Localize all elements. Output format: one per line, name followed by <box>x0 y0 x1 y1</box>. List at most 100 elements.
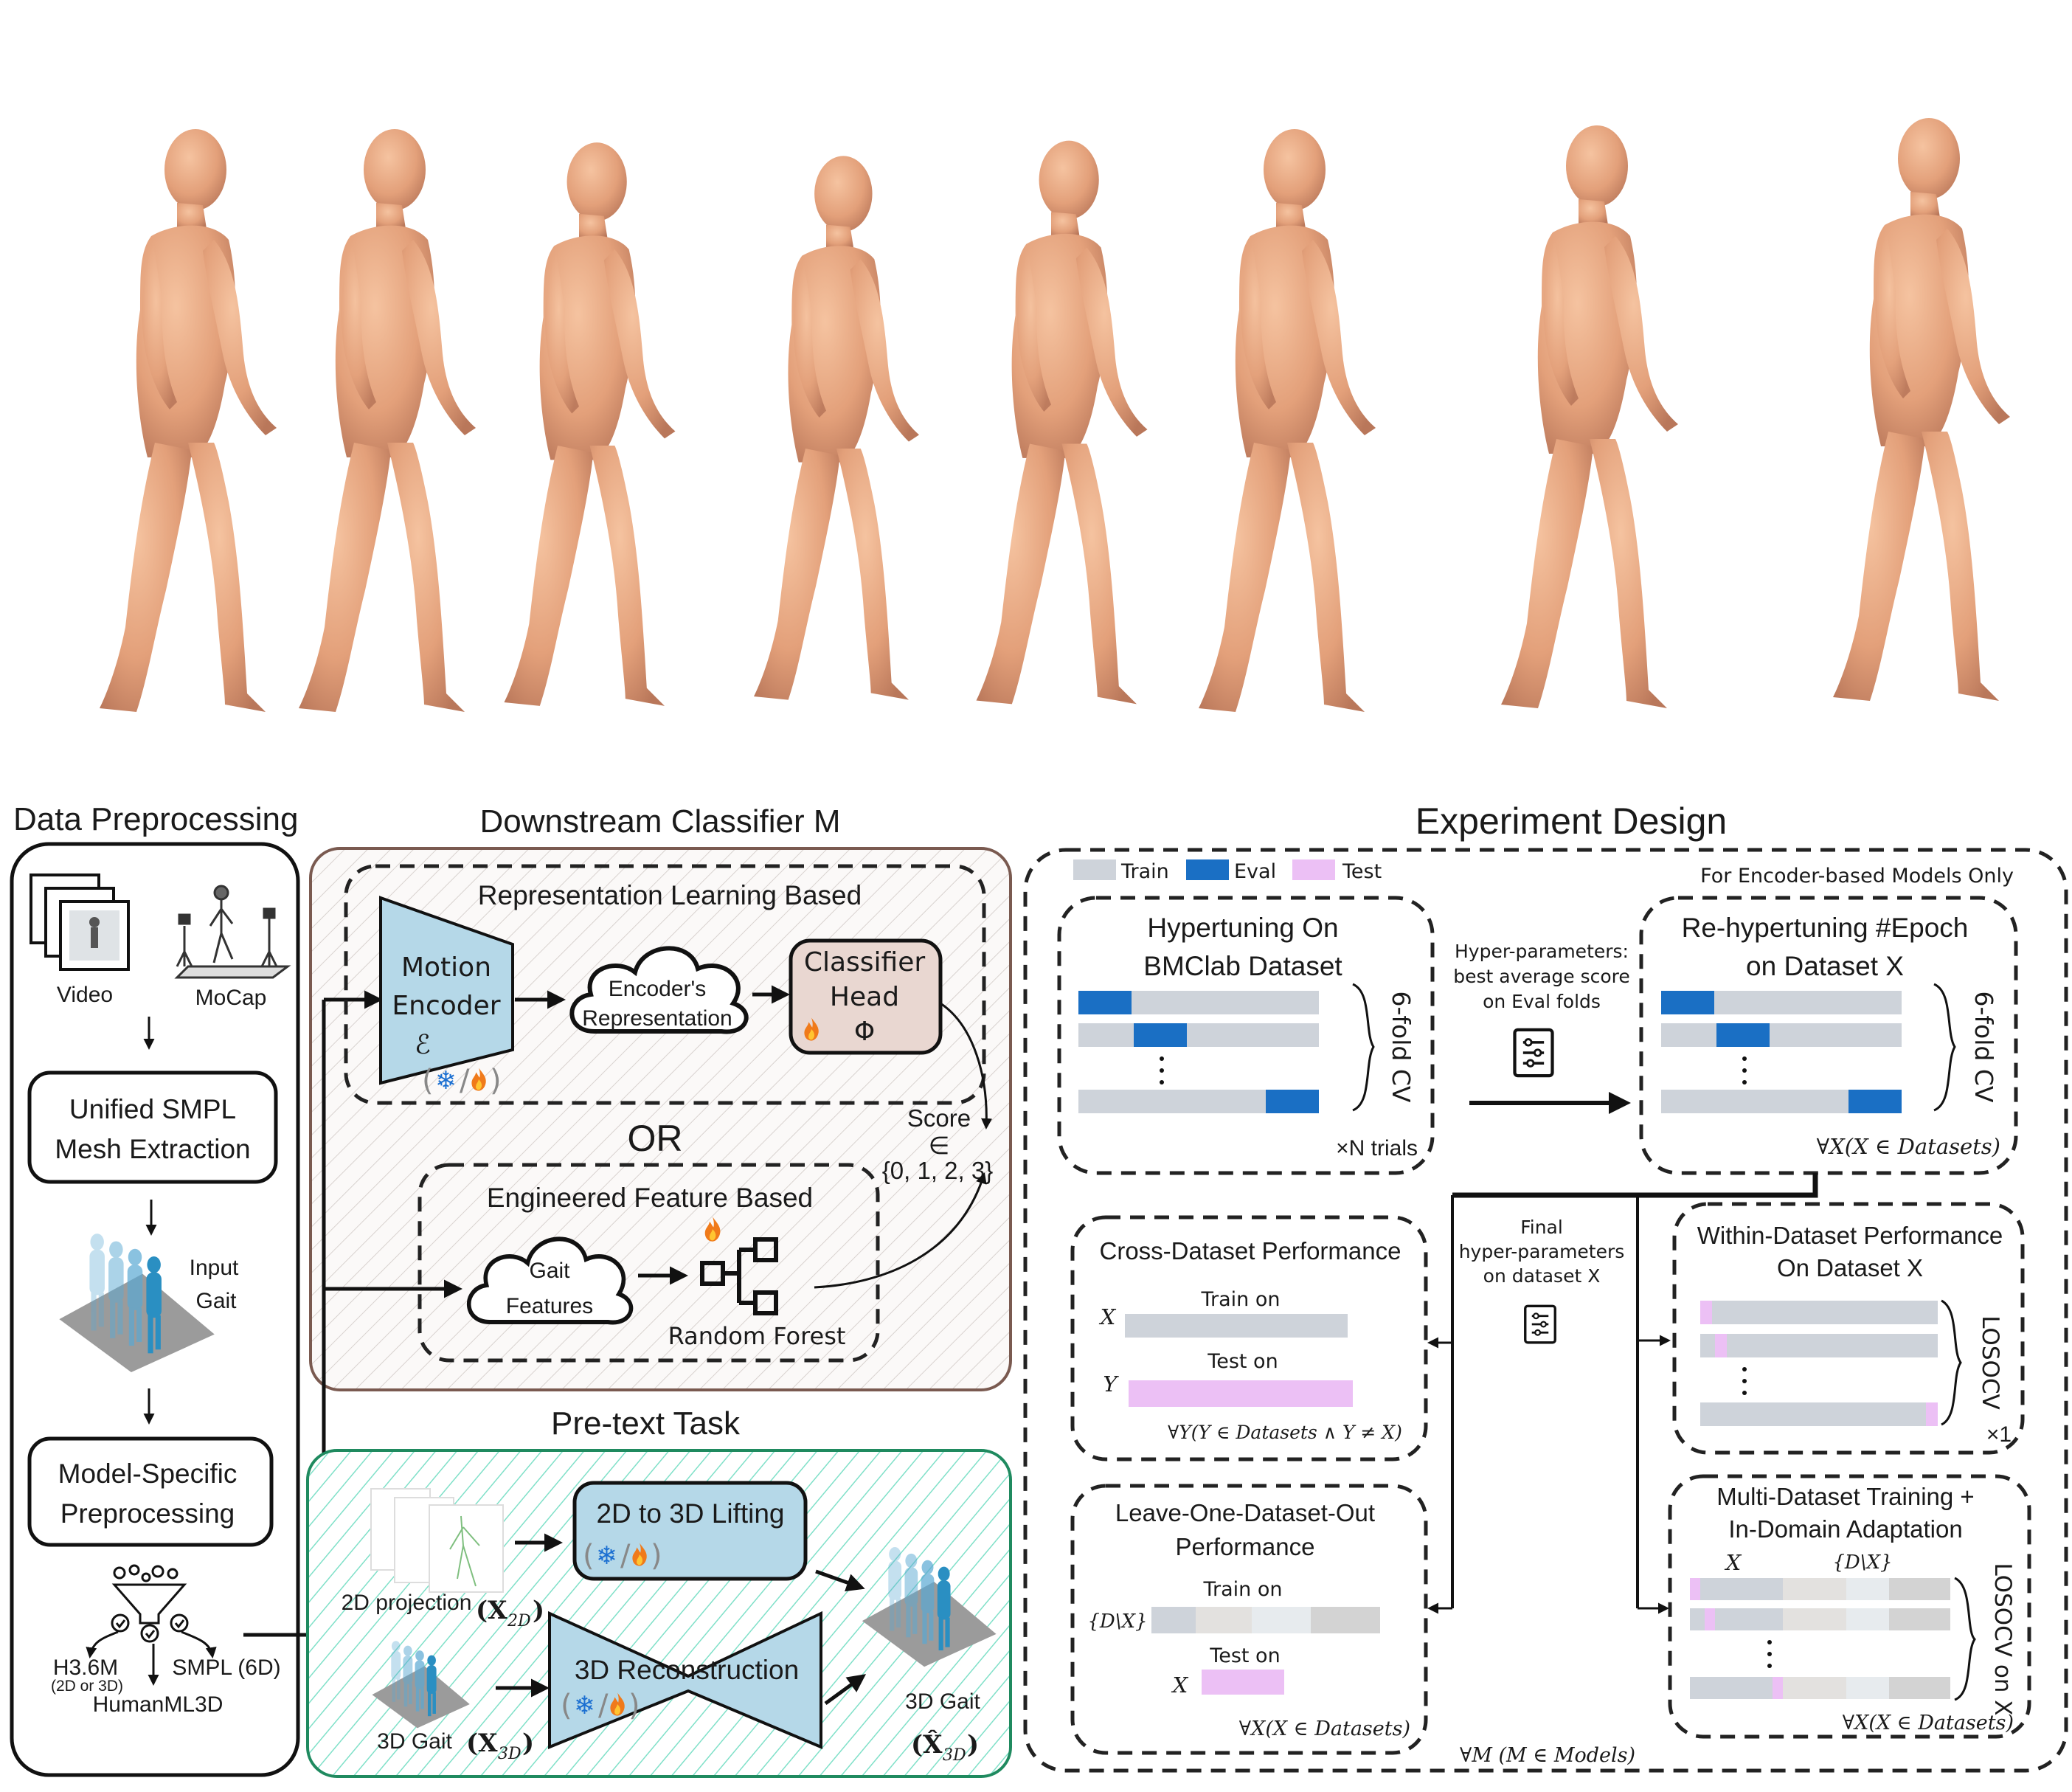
lodo-box <box>1070 1484 1428 1755</box>
pretext-title: Pre-text Task <box>551 1405 741 1442</box>
freeze-or-finetune-indicator: ( ❄ / ) <box>422 1064 502 1098</box>
test-segment <box>1700 1301 1712 1324</box>
slash: / <box>620 1539 631 1573</box>
brace <box>1352 983 1375 1112</box>
within-title-1: Within-Dataset Performance <box>1697 1222 2003 1249</box>
human-mesh-figure <box>976 140 1148 705</box>
hypertuning-cv-label: 6-fold CV <box>1387 992 1416 1103</box>
x3d-hat-close: ) <box>967 1730 979 1760</box>
freeze-or-finetune-indicator: ( ❄ / ) <box>583 1539 662 1573</box>
output-3d-gait-label: 3D Gait <box>905 1689 980 1714</box>
train-segment-x <box>1690 1608 1783 1630</box>
eval-segment <box>1848 1090 1902 1113</box>
or-label: OR <box>628 1118 683 1159</box>
train-segment-dataset <box>1783 1608 1846 1630</box>
classifier-head-line2: Head <box>830 982 899 1012</box>
reconstruction-to-output-arrow <box>824 1674 867 1706</box>
x2d-close: ) <box>533 1596 544 1625</box>
test-segment <box>1705 1608 1715 1630</box>
train-bar <box>1125 1314 1348 1338</box>
train-segment-dataset <box>1151 1607 1196 1633</box>
preprocessing-title: Data Preprocessing <box>13 801 298 837</box>
eval-segment <box>1716 1023 1770 1047</box>
test-segment <box>1690 1578 1700 1600</box>
encoder-only-note: For Encoder-based Models Only <box>1700 865 2014 888</box>
human-mesh-figure <box>504 142 676 706</box>
snowflake-icon: ❄ <box>574 1691 595 1720</box>
human-mesh-figure <box>100 129 277 712</box>
input-3d-gait-label: 3D Gait <box>377 1729 452 1754</box>
eval-segment <box>1266 1090 1319 1113</box>
model-specific-line1: Model-Specific <box>58 1459 238 1489</box>
score-in-symbol: ∈ <box>929 1132 950 1159</box>
gait-features-line2: Features <box>506 1294 593 1318</box>
motion-encoder-line1: Motion <box>401 952 491 983</box>
cv-fold-bars <box>1661 991 1902 1113</box>
x3d-hat-notation: (X̂ 3D ) <box>911 1729 979 1765</box>
random-forest-icon <box>700 1237 778 1315</box>
train-segment-x <box>1690 1677 1783 1699</box>
rehypertuning-forall: ∀X(X ∈ Datasets) <box>1817 1134 2000 1159</box>
test-segment <box>1773 1677 1783 1699</box>
x3d-hat-subscript: 3D <box>943 1746 966 1765</box>
train-segment-dataset <box>1889 1677 1950 1699</box>
ellipsis-dot <box>1742 1056 1747 1061</box>
rehypertuning-title-2: on Dataset X <box>1746 951 1904 981</box>
losocv-fold-bars <box>1690 1578 1950 1699</box>
paren-close: ) <box>490 1064 502 1098</box>
unified-smpl-box <box>27 1070 278 1184</box>
x3d-subscript: 3D <box>498 1745 522 1763</box>
h36m-sublabel: (2D or 3D) <box>51 1678 123 1695</box>
cv-fold-bars <box>1078 991 1319 1113</box>
test-segment <box>1715 1334 1727 1357</box>
cross-x: X <box>1099 1304 1117 1329</box>
reconstruction-label: 3D Reconstruction <box>575 1655 799 1685</box>
ellipsis-dot <box>1767 1652 1772 1656</box>
score-values: {0, 1, 2, 3} <box>882 1157 993 1184</box>
multi-dataset-train-bar <box>1151 1607 1380 1633</box>
settings-sliders-icon <box>1515 1030 1553 1076</box>
hp-note-1: Hyper-parameters: <box>1455 941 1629 962</box>
head-to-score-arrow <box>940 1002 993 1129</box>
train-segment <box>1078 1023 1319 1047</box>
forest-to-score-arrow <box>814 1172 987 1289</box>
losocv-fold-bars <box>1700 1301 1938 1426</box>
human-mesh-sequence <box>100 118 2010 712</box>
snowflake-icon: ❄ <box>596 1541 617 1571</box>
human-mesh-figure <box>1501 125 1678 708</box>
model-specific-line2: Preprocessing <box>60 1498 235 1529</box>
motion-encoder-symbol: ℰ <box>415 1030 431 1060</box>
train-segment-dataset <box>1846 1677 1889 1699</box>
paren-open: ( <box>561 1689 572 1723</box>
cross-forall: ∀Y(Y ∈ Datasets ∧ Y ≠ X) <box>1168 1422 1402 1443</box>
multi-cv-label: LOSOCV on X <box>1989 1563 2016 1715</box>
models-forall: ∀M (M ∈ Models) <box>1460 1744 1635 1767</box>
multi-forall: ∀X(X ∈ Datasets) <box>1843 1712 2014 1734</box>
lifting-label: 2D to 3D Lifting <box>596 1498 784 1529</box>
cross-dataset-box <box>1070 1215 1428 1461</box>
video-icon <box>30 873 130 971</box>
eval-segment <box>1078 991 1132 1014</box>
train-segment-dataset <box>1252 1607 1311 1633</box>
unified-smpl-line2: Mesh Extraction <box>55 1134 250 1164</box>
x2d-base: (X <box>476 1596 507 1625</box>
trials-label: ×N trials <box>1336 1136 1418 1160</box>
train-segment-dataset <box>1196 1607 1252 1633</box>
connector-line <box>1452 1173 1818 1198</box>
model-specific-box <box>27 1436 274 1547</box>
experiment-frame <box>1023 848 2068 1773</box>
hp-note-2: best average score <box>1453 966 1630 987</box>
pretext-task-panel: Pre-text Task 2D projection (X 2D ) 2D t… <box>306 1405 1012 1778</box>
legend-swatch-eval <box>1186 859 1229 880</box>
ellipsis-dot <box>1160 1056 1164 1061</box>
x2d-notation: (X 2D ) <box>476 1596 544 1630</box>
legend-test: Test <box>1342 860 1382 883</box>
random-forest-label: Random Forest <box>668 1322 846 1350</box>
mocap-label: MoCap <box>195 986 267 1010</box>
engineered-feature-box <box>417 1163 880 1363</box>
lodo-x: X <box>1171 1672 1189 1698</box>
representation-learning-title: Representation Learning Based <box>478 880 862 910</box>
hp-note-3: on Eval folds <box>1483 991 1601 1012</box>
multi-dataset-box <box>1668 1474 2031 1739</box>
hypertuning-box <box>1057 896 1435 1175</box>
